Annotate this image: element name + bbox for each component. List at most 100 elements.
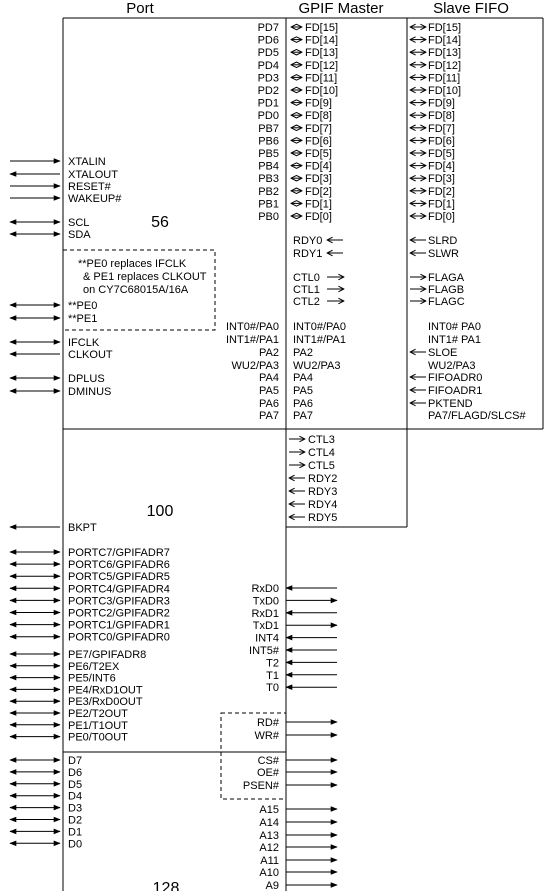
portc-portc2-gpifadr2: PORTC2/GPIFADR2 bbox=[68, 608, 170, 620]
slave-fd-fd-0: FD[0] bbox=[428, 211, 455, 223]
port-pin-pb2: PB2 bbox=[258, 186, 279, 198]
pin-label-clkout: CLKOUT bbox=[68, 349, 113, 361]
right100-int5: INT5# bbox=[249, 645, 280, 657]
right128-a12: A12 bbox=[259, 842, 279, 854]
gpif-fd-fd-6: FD[6] bbox=[305, 135, 332, 147]
slave-pa-wu2-pa3: WU2/PA3 bbox=[428, 360, 475, 372]
portc-portc6-gpifadr6: PORTC6/GPIFADR6 bbox=[68, 559, 170, 571]
gpif-fd-fd-1: FD[1] bbox=[305, 198, 332, 210]
port-pin-pb1: PB1 bbox=[258, 198, 279, 210]
d-pin-d2: D2 bbox=[68, 815, 82, 827]
pin-label-dminus: DMINUS bbox=[68, 386, 111, 398]
pin-label-reset: RESET# bbox=[68, 181, 112, 193]
gpif-pa-pa5: PA5 bbox=[293, 385, 313, 397]
port-pin-pb7: PB7 bbox=[258, 123, 279, 135]
porte-pe5-int6: PE5/INT6 bbox=[68, 673, 116, 685]
port-pin-pb0: PB0 bbox=[258, 211, 279, 223]
portc-portc4-gpifadr4: PORTC4/GPIFADR4 bbox=[68, 583, 170, 595]
gpif-ctl-1: CTL1 bbox=[293, 284, 320, 296]
gpif-fd-fd-12: FD[12] bbox=[305, 60, 338, 72]
slave-in-slwr: SLWR bbox=[428, 248, 459, 260]
porte-pe1-t1out: PE1/T1OUT bbox=[68, 720, 128, 732]
slave-fd-fd-4: FD[4] bbox=[428, 161, 455, 173]
slave-fd-fd-12: FD[12] bbox=[428, 60, 461, 72]
gpif-pa-pa6: PA6 bbox=[293, 398, 313, 410]
portc-portc5-gpifadr5: PORTC5/GPIFADR5 bbox=[68, 571, 170, 583]
pin-label-pe0: **PE0 bbox=[68, 300, 97, 312]
gpif-pa-pa2: PA2 bbox=[293, 347, 313, 359]
port-pin-pb5: PB5 bbox=[258, 148, 279, 160]
d-pin-d3: D3 bbox=[68, 803, 82, 815]
slave-fd-fd-9: FD[9] bbox=[428, 98, 455, 110]
gpif-fd-fd-10: FD[10] bbox=[305, 85, 338, 97]
port-pa-pa5: PA5 bbox=[259, 385, 279, 397]
gpif-extra-rdy3: RDY3 bbox=[308, 486, 337, 498]
slave-flag-flagc: FLAGC bbox=[428, 296, 465, 308]
right128-a9: A9 bbox=[266, 880, 279, 891]
gpif-ctl-2: CTL2 bbox=[293, 296, 320, 308]
right100-t2: T2 bbox=[266, 657, 279, 669]
port-pin-pd7: PD7 bbox=[258, 22, 279, 34]
port-pa-int1-pa1: INT1#/PA1 bbox=[226, 334, 279, 346]
port-pin-pb6: PB6 bbox=[258, 135, 279, 147]
gpif-fd-fd-8: FD[8] bbox=[305, 110, 332, 122]
gpif-extra-rdy2: RDY2 bbox=[308, 473, 337, 485]
note-dashed-box bbox=[62, 249, 216, 331]
right100-int4: INT4 bbox=[255, 633, 279, 645]
port-pin-pd0: PD0 bbox=[258, 110, 279, 122]
d-pin-d1: D1 bbox=[68, 826, 82, 838]
slave-fd-fd-7: FD[7] bbox=[428, 123, 455, 135]
portc-portc7-gpifadr7: PORTC7/GPIFADR7 bbox=[68, 547, 170, 559]
port-pin-pd5: PD5 bbox=[258, 47, 279, 59]
right128-a13: A13 bbox=[259, 830, 279, 842]
gpif-pa-wu2-pa3: WU2/PA3 bbox=[293, 360, 340, 372]
pin-label-dplus: DPLUS bbox=[68, 373, 105, 385]
port-pa-wu2-pa3: WU2/PA3 bbox=[232, 360, 279, 372]
box-outlines bbox=[62, 17, 544, 891]
rdwr-dashed-box bbox=[220, 712, 287, 800]
portc-portc0-gpifadr0: PORTC0/GPIFADR0 bbox=[68, 632, 170, 644]
port-pa-pa7: PA7 bbox=[259, 410, 279, 422]
pin-label-ifclk: IFCLK bbox=[68, 337, 100, 349]
slave-pa-fifoadr1: FIFOADR1 bbox=[428, 385, 482, 397]
gpif-rdy-0: RDY0 bbox=[293, 235, 322, 247]
slave-fd-fd-13: FD[13] bbox=[428, 47, 461, 59]
port-pin-pd6: PD6 bbox=[258, 35, 279, 47]
port-pa-pa2: PA2 bbox=[259, 347, 279, 359]
port-pin-pb3: PB3 bbox=[258, 173, 279, 185]
port-pin-pd4: PD4 bbox=[258, 60, 279, 72]
porte-pe0-t0out: PE0/T0OUT bbox=[68, 732, 128, 744]
pin-label-xtalin: XTALIN bbox=[68, 156, 106, 168]
generated-pins: XTALINXTALOUTRESET#WAKEUP#SCLSDA**PE0**P… bbox=[9, 22, 526, 891]
gpif-pa-int0-pa0: INT0#/PA0 bbox=[293, 321, 346, 333]
slave-fd-fd-1: FD[1] bbox=[428, 198, 455, 210]
slave-fd-fd-5: FD[5] bbox=[428, 148, 455, 160]
header-gpif-master: GPIF Master bbox=[298, 0, 383, 17]
gpif-fd-fd-9: FD[9] bbox=[305, 98, 332, 110]
portc-portc1-gpifadr1: PORTC1/GPIFADR1 bbox=[68, 620, 170, 632]
right128-oe: OE# bbox=[257, 767, 280, 779]
porte-pe6-t2ex: PE6/T2EX bbox=[68, 661, 120, 673]
right128-a11: A11 bbox=[260, 855, 279, 867]
d-pin-d4: D4 bbox=[68, 791, 82, 803]
d-pin-d0: D0 bbox=[68, 838, 82, 850]
gpif-extra-ctl3: CTL3 bbox=[308, 434, 335, 446]
gpif-fd-fd-4: FD[4] bbox=[305, 161, 332, 173]
slave-fd-fd-14: FD[14] bbox=[428, 35, 461, 47]
rdwr-rd: RD# bbox=[257, 717, 280, 729]
slave-pa-pktend: PKTEND bbox=[428, 398, 473, 410]
header-slave-fifo: Slave FIFO bbox=[433, 0, 509, 17]
porte-pe3-rxd0out: PE3/RxD0OUT bbox=[68, 696, 143, 708]
right128-a14: A14 bbox=[259, 817, 279, 829]
gpif-extra-rdy5: RDY5 bbox=[308, 512, 337, 524]
slave-fd-fd-3: FD[3] bbox=[428, 173, 455, 185]
gpif-pa-int1-pa1: INT1#/PA1 bbox=[293, 334, 346, 346]
gpif-fd-fd-0: FD[0] bbox=[305, 211, 332, 223]
package-56-label: 56 bbox=[151, 214, 169, 231]
gpif-pa-pa7: PA7 bbox=[293, 410, 313, 422]
gpif-extra-rdy4: RDY4 bbox=[308, 499, 337, 511]
right128-cs: CS# bbox=[258, 755, 280, 767]
portc-portc3-gpifadr3: PORTC3/GPIFADR3 bbox=[68, 595, 170, 607]
slave-in-slrd: SLRD bbox=[428, 235, 457, 247]
port-pin-pb4: PB4 bbox=[258, 161, 279, 173]
